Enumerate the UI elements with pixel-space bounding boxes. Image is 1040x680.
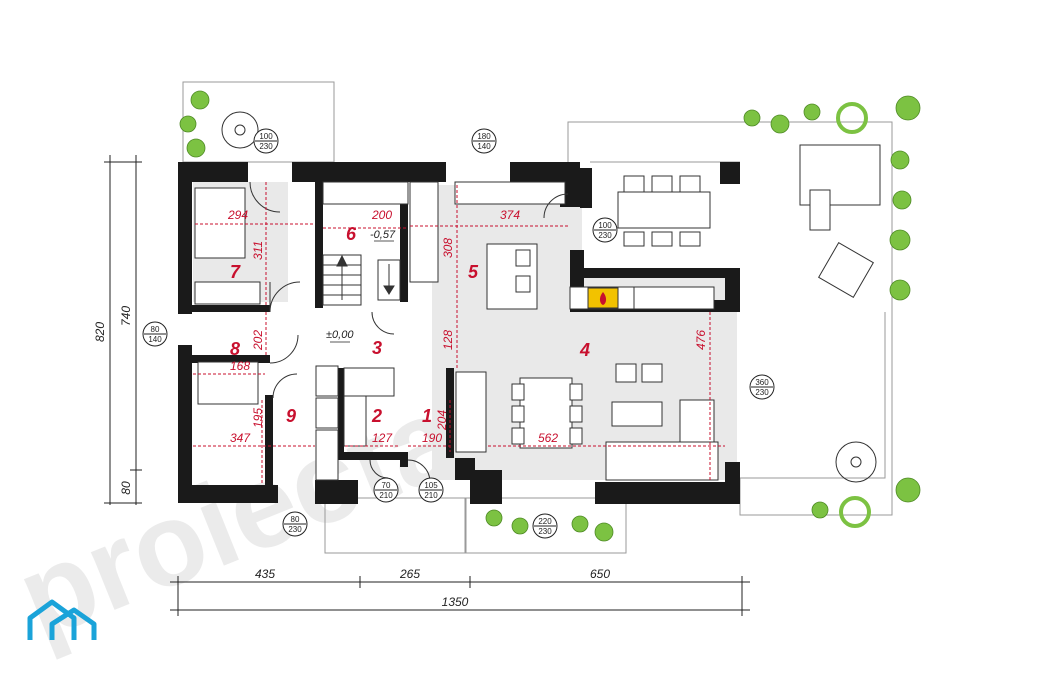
dim-1350: 1350 <box>442 595 469 609</box>
opening-tag-8 <box>282 511 308 537</box>
dim-740: 740 <box>119 306 133 326</box>
overall-dim-lines <box>104 155 750 616</box>
stairs <box>221 111 877 483</box>
opening-7-h: 210 <box>424 491 438 500</box>
opening-tag-3 <box>592 217 618 243</box>
level-lower: -0,57 <box>370 229 396 241</box>
interior-dim-lines <box>193 182 725 485</box>
opening-4-w: 80 <box>151 325 160 334</box>
opening-8-w: 80 <box>291 515 300 524</box>
opening-3-w: 100 <box>598 221 612 230</box>
overall-dims: 435 265 650 1350 820 740 80 <box>93 306 610 609</box>
dim-476: 476 <box>694 330 708 350</box>
opening-9-h: 230 <box>538 527 552 536</box>
opening-tag-9 <box>532 513 558 539</box>
opening-tags <box>142 128 775 539</box>
room-1-label: 1 <box>422 406 432 426</box>
opening-tag-5 <box>749 374 775 400</box>
opening-5-h: 230 <box>755 388 769 397</box>
room-8-label: 8 <box>230 339 240 359</box>
opening-tag-1 <box>253 128 279 154</box>
opening-2-w: 180 <box>477 132 491 141</box>
room-6-label: 6 <box>346 224 357 244</box>
dim-374: 374 <box>500 208 520 222</box>
room-5-label: 5 <box>468 262 479 282</box>
dim-127: 127 <box>372 431 393 445</box>
interior-dims: 294 311 200 374 308 128 476 202 168 195 … <box>227 208 708 445</box>
opening-4-h: 140 <box>148 335 162 344</box>
dim-294: 294 <box>227 208 248 222</box>
room-labels: 1 2 3 4 5 6 7 8 9 <box>230 224 590 426</box>
dim-168: 168 <box>230 359 250 373</box>
dim-204: 204 <box>435 410 449 431</box>
fireplace-icon <box>587 287 619 309</box>
dim-562: 562 <box>538 431 558 445</box>
opening-tag-4 <box>142 321 168 347</box>
room-9-label: 9 <box>286 406 296 426</box>
opening-8-h: 230 <box>288 525 302 534</box>
dim-435: 435 <box>255 567 275 581</box>
level-marks: ±0,00 -0,57 <box>326 229 396 343</box>
opening-tag-6 <box>373 477 399 503</box>
dim-200: 200 <box>371 208 392 222</box>
opening-1-h: 230 <box>259 142 273 151</box>
opening-tag-2 <box>471 128 497 154</box>
house-logo-icon <box>27 599 97 640</box>
dim-80: 80 <box>119 481 133 495</box>
level-floor: ±0,00 <box>326 329 354 341</box>
dim-650: 650 <box>590 567 610 581</box>
plants <box>179 90 921 542</box>
dim-311: 311 <box>251 241 265 260</box>
room-2-label: 2 <box>371 406 382 426</box>
room-3-label: 3 <box>372 338 382 358</box>
opening-tag-7 <box>418 477 444 503</box>
opening-6-h: 210 <box>379 491 393 500</box>
opening-1-w: 100 <box>259 132 273 141</box>
chairs <box>511 175 701 445</box>
opening-tag-text: 100 230 180 140 100 230 80 140 360 230 7… <box>148 132 769 536</box>
opening-2-h: 140 <box>477 142 491 151</box>
walls <box>178 162 740 504</box>
dim-190: 190 <box>422 431 442 445</box>
dim-308: 308 <box>441 238 455 258</box>
dim-195: 195 <box>251 408 265 428</box>
dim-202: 202 <box>251 330 265 351</box>
dim-820: 820 <box>93 322 107 342</box>
opening-7-w: 105 <box>424 481 438 490</box>
opening-9-w: 220 <box>538 517 552 526</box>
opening-6-w: 70 <box>382 481 391 490</box>
dim-265: 265 <box>399 567 420 581</box>
opening-5-w: 360 <box>755 378 769 387</box>
room-7-label: 7 <box>230 262 241 282</box>
dim-347: 347 <box>230 431 251 445</box>
opening-3-h: 230 <box>598 231 612 240</box>
room-4-label: 4 <box>579 340 590 360</box>
dim-128: 128 <box>441 330 455 350</box>
